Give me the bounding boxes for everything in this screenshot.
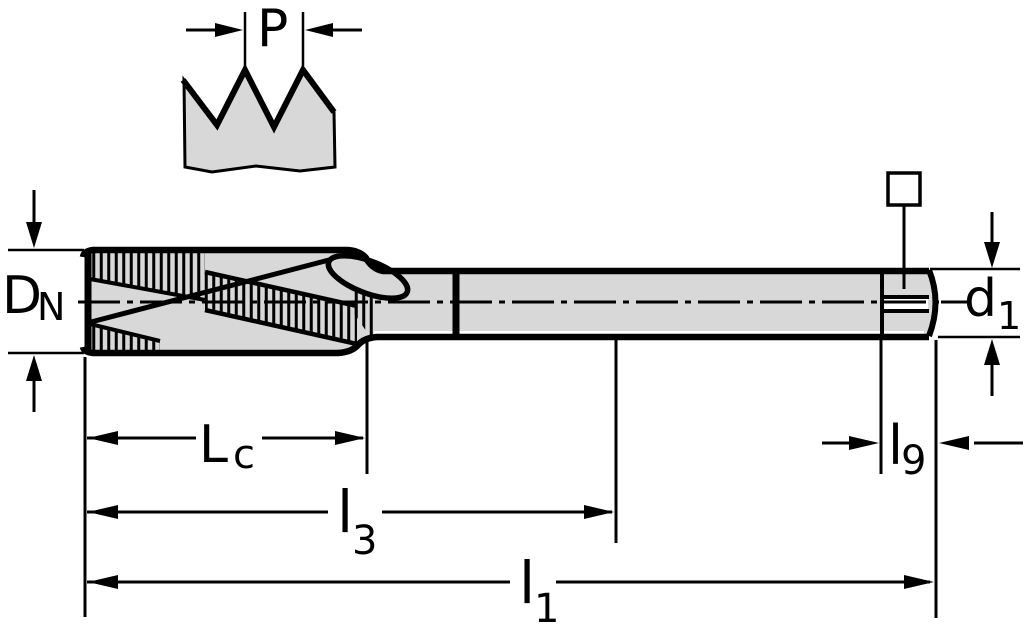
arrowhead [26, 222, 42, 248]
flute-runout [325, 253, 411, 301]
overall-length-dimension: l 1 [87, 549, 934, 629]
square-icon [886, 171, 922, 207]
arrowhead [88, 575, 118, 589]
arrowhead [335, 431, 365, 445]
shank-diameter-dimension: d 1 [930, 212, 1021, 396]
arrowhead [26, 355, 42, 381]
square-length-dimension: l 9 [822, 414, 1023, 484]
tap-body [78, 171, 967, 357]
arrowhead [849, 436, 879, 450]
arrowhead [904, 575, 934, 589]
thread-profile-detail: P [180, 0, 362, 174]
square-drive-symbol [886, 171, 922, 289]
arrowhead [88, 431, 118, 445]
square-length-label: l [888, 414, 903, 477]
thread-profile-crest-line [180, 63, 337, 134]
l3-length-dimension: l 3 [87, 478, 614, 564]
thread-length-dimension: L c [87, 415, 365, 478]
arrowhead [984, 339, 1000, 365]
l3-length-label: l [337, 478, 353, 546]
pitch-dimension: P [186, 0, 362, 66]
spiral-flute-edge [90, 251, 353, 325]
arrowhead [939, 436, 969, 450]
overall-length-label: l [519, 549, 535, 617]
shank-diameter-label: d [964, 269, 997, 329]
nominal-diameter-dimension: D N [2, 190, 84, 412]
thread-length-label: L [199, 415, 228, 475]
arrowhead [305, 23, 333, 37]
l3-length-subscript: 3 [352, 518, 377, 564]
pitch-label: P [257, 0, 288, 59]
shank-diameter-subscript: 1 [997, 294, 1021, 338]
overall-length-subscript: 1 [534, 586, 559, 629]
arrowhead [215, 23, 243, 37]
nominal-diameter-subscript: N [37, 285, 65, 329]
nominal-diameter-label: D [2, 266, 42, 326]
square-length-subscript: 9 [901, 438, 926, 484]
arrowhead [584, 505, 614, 519]
arrowhead [984, 242, 1000, 268]
extension-lines [83, 340, 938, 618]
arrowhead [88, 505, 118, 519]
thread-length-subscript: c [233, 432, 255, 478]
